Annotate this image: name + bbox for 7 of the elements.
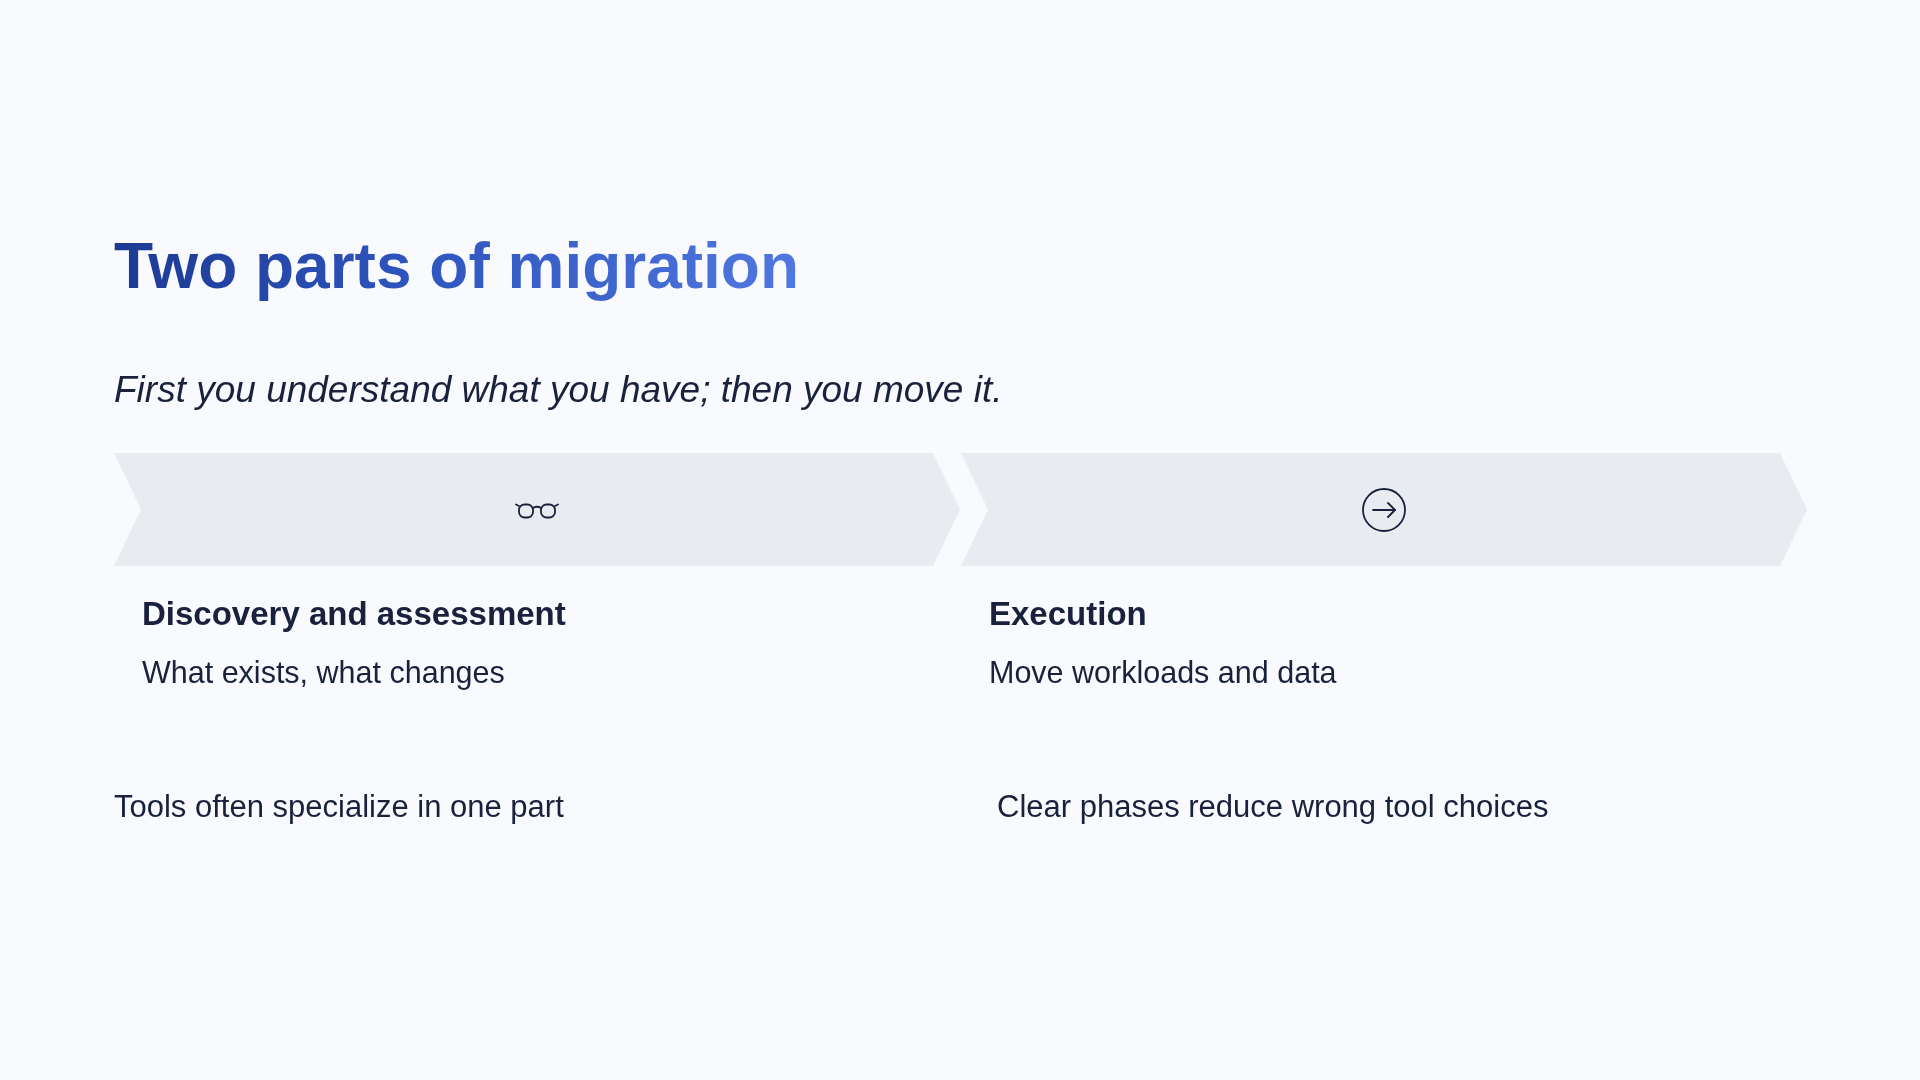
phase-description: Move workloads and data bbox=[989, 654, 1337, 691]
footnote: Tools often specialize in one part bbox=[114, 788, 564, 826]
subtitle: First you understand what you have; then you move it. bbox=[114, 368, 1003, 412]
phase-heading: Execution bbox=[989, 594, 1147, 634]
phase-heading: Discovery and assessment bbox=[142, 594, 566, 634]
phase-description: What exists, what changes bbox=[142, 654, 505, 691]
footnote: Clear phases reduce wrong tool choices bbox=[997, 788, 1549, 826]
